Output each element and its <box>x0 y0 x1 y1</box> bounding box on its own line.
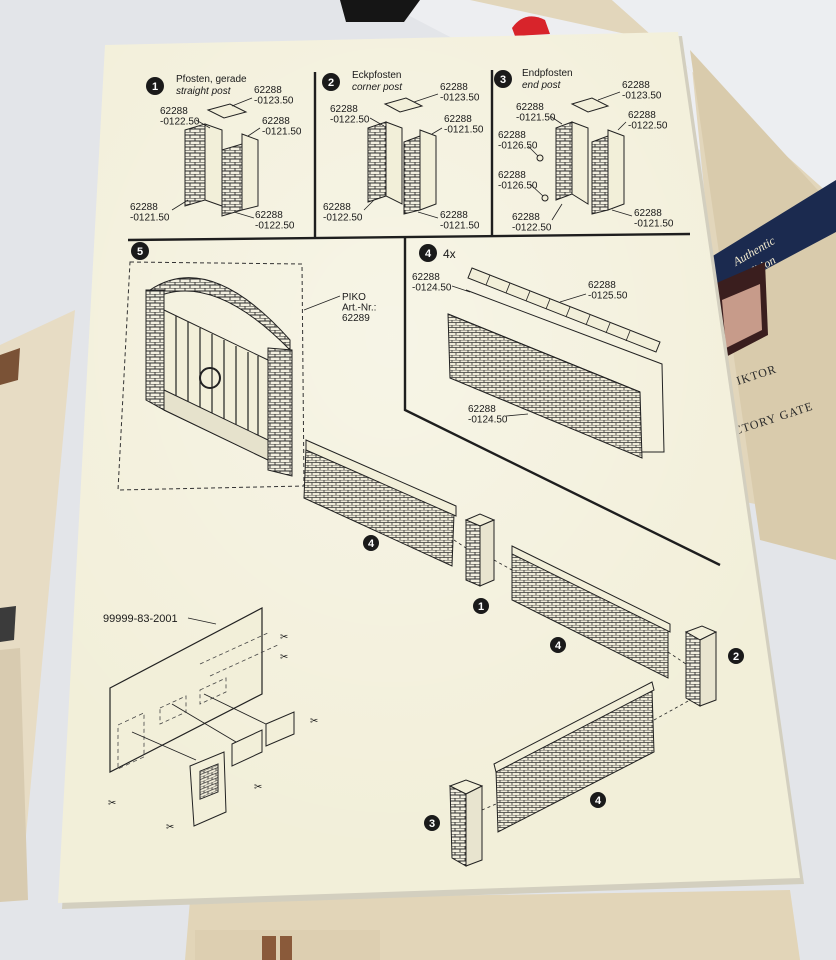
assembly-badge: 4 <box>363 535 379 551</box>
part-label: 62288-0124.50 <box>412 272 452 294</box>
product-box: Authentic Edition IKTOR CTORY GATE <box>470 0 836 560</box>
assembly-badge: 2 <box>728 648 744 664</box>
part-label: 62288-0122.50 <box>255 210 295 232</box>
svg-text:1: 1 <box>152 81 158 93</box>
cutout-sheet: 99999-83-2001 ✂ ✂ ✂ ✂ ✂ ✂ <box>103 607 318 833</box>
assembly-badges: 4 1 4 2 4 3 <box>363 535 744 831</box>
step-5-badge: 5 <box>131 242 149 260</box>
edition-band <box>703 180 836 300</box>
step-4-quantity: 4x <box>443 247 456 261</box>
assembly-badge: 4 <box>550 637 566 653</box>
step-3-title-en: end post <box>522 80 562 91</box>
gate-drawing <box>145 277 293 477</box>
svg-text:4: 4 <box>595 795 602 807</box>
part-label: 62288-0121.50 <box>516 102 556 124</box>
part-label: 62288-0122.50 <box>628 110 668 132</box>
step-2-title-en: corner post <box>352 82 403 93</box>
part-label: 62288-0122.50 <box>323 202 363 224</box>
svg-text:3: 3 <box>500 74 506 86</box>
step-4-wall-panel: 4 4x 62288-0124.50 62288-0125.50 62288-0… <box>412 244 665 459</box>
step-1-title-en: straight post <box>176 86 232 97</box>
part-label: 62288-0125.50 <box>588 280 628 302</box>
scissors-icon: ✂ <box>166 822 174 833</box>
step-frames <box>127 70 721 567</box>
assembly-badge: 1 <box>473 598 489 614</box>
scissors-icon: ✂ <box>280 652 288 663</box>
dark-object <box>340 0 420 22</box>
step-3-title-de: Endpfosten <box>522 68 573 79</box>
step-2-corner-post: 2 Eckpfosten corner post 62288-0123.50 6… <box>322 70 484 232</box>
part-label: 62288-0121.50 <box>634 208 674 230</box>
svg-text:4: 4 <box>555 640 562 652</box>
part-label: 62288-0121.50 <box>262 116 302 138</box>
part-label: 62288-0126.50 <box>498 130 538 152</box>
part-label: 62288-0124.50 <box>468 404 508 426</box>
assembly-badge: 4 <box>590 792 606 808</box>
scissors-icon: ✂ <box>280 632 288 643</box>
part-label: 62288-0123.50 <box>440 82 480 104</box>
svg-text:4: 4 <box>425 248 432 260</box>
svg-text:4: 4 <box>368 538 375 550</box>
part-label: 62288-0122.50 <box>330 104 370 126</box>
part-label: 62288-0126.50 <box>498 170 538 192</box>
part-label: 62288-0121.50 <box>130 202 170 224</box>
assembly-badge: 3 <box>424 815 440 831</box>
part-label: 62288-0123.50 <box>254 85 294 107</box>
step-3-badge: 3 <box>494 70 512 88</box>
scissors-icon: ✂ <box>108 798 116 809</box>
sheet-number: 99999-83-2001 <box>103 613 178 625</box>
step-4-badge: 4 <box>419 244 437 262</box>
part-label: 62288-0122.50 <box>512 212 552 234</box>
svg-text:2: 2 <box>328 77 334 89</box>
svg-text:2: 2 <box>733 651 739 663</box>
part-label: 62288-0121.50 <box>444 114 484 136</box>
svg-text:1: 1 <box>478 601 484 613</box>
box-underneath <box>0 310 800 960</box>
step-1-title-de: Pfosten, gerade <box>176 74 247 85</box>
step-3-end-post: 3 Endpfosten end post 62288-0123.50 6228… <box>494 68 674 234</box>
step-2-badge: 2 <box>322 73 340 91</box>
scissors-icon: ✂ <box>310 716 318 727</box>
part-label: 62288-0123.50 <box>622 80 662 102</box>
step-1-straight-post: 1 Pfosten, gerade straight post 62288-01… <box>130 74 302 232</box>
part-label: 62288-0122.50 <box>160 106 200 128</box>
step-2-title-de: Eckpfosten <box>352 70 401 81</box>
step-1-badge: 1 <box>146 77 164 95</box>
svg-text:5: 5 <box>137 246 143 258</box>
svg-text:3: 3 <box>429 818 435 830</box>
part-label: 62288-0121.50 <box>440 210 480 232</box>
scissors-icon: ✂ <box>254 782 262 793</box>
